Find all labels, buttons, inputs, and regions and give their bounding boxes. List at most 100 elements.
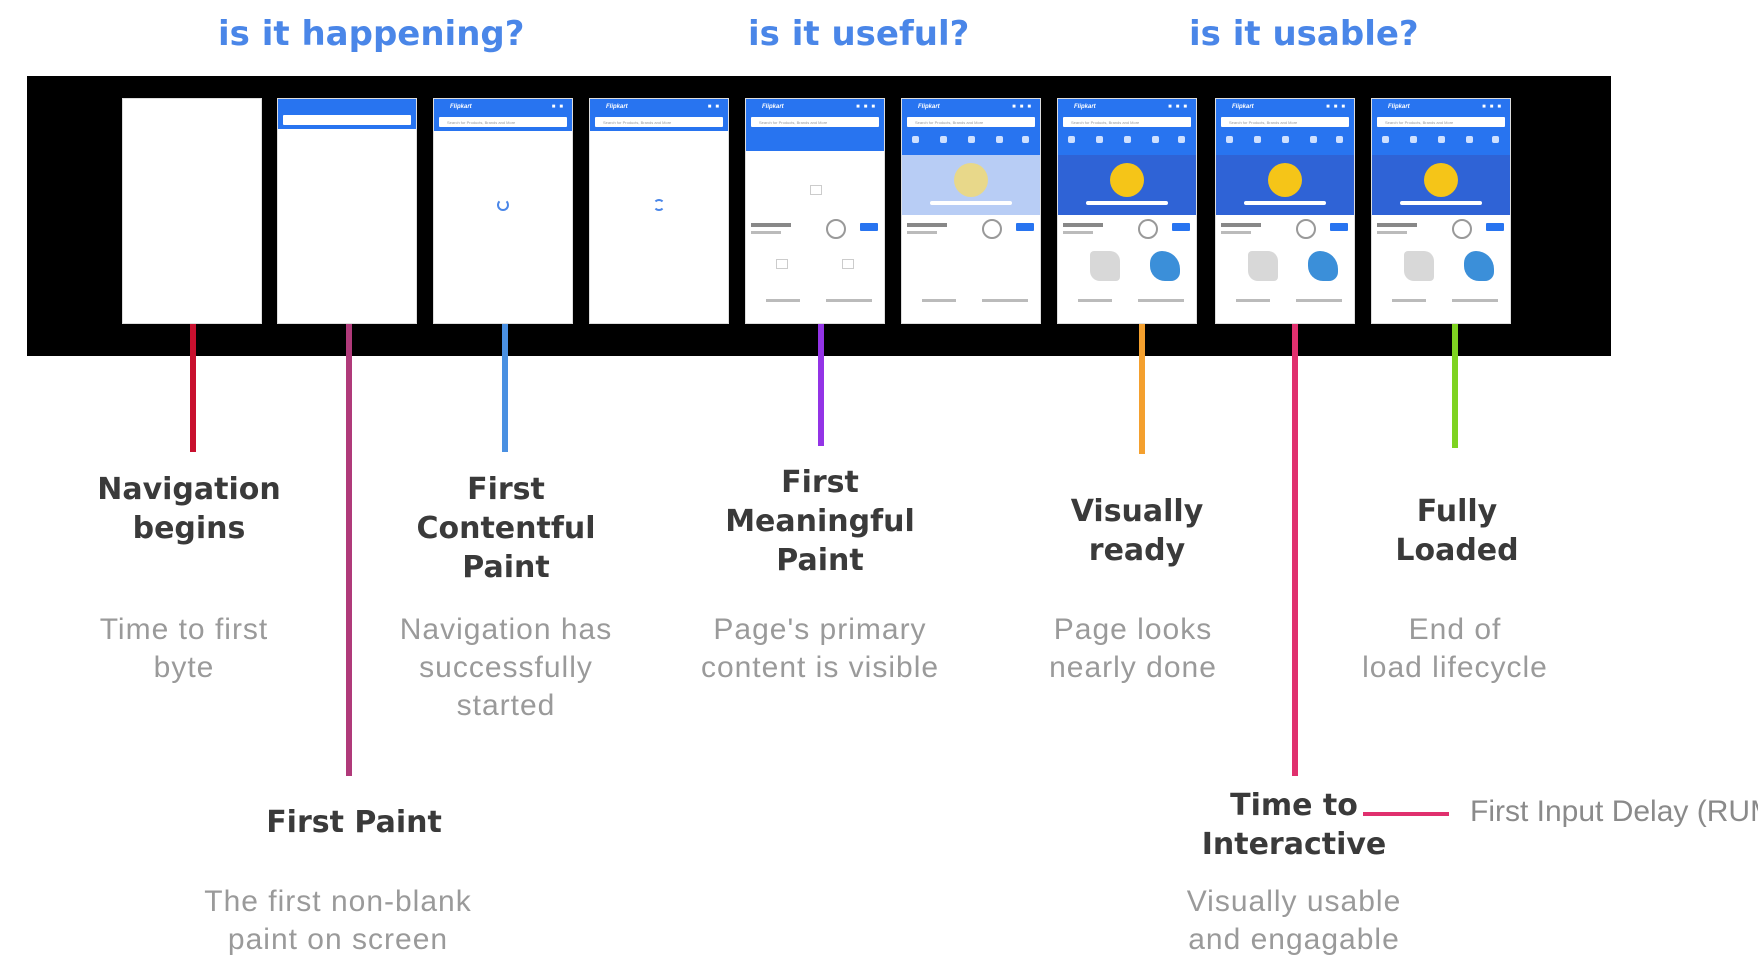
frame-category-bar <box>1058 131 1196 155</box>
title-first-meaningful-paint: First Meaningful Paint <box>725 465 915 578</box>
iron-product-image <box>1150 251 1180 281</box>
frame-header-icons: ■■■ <box>1482 104 1505 110</box>
frame-category-bar <box>1372 131 1510 155</box>
frame-view-all-button <box>860 223 878 231</box>
title-first-paint: First Paint <box>266 805 442 840</box>
frame-product-caption <box>1138 299 1184 302</box>
title-navigation-begins: Navigation begins <box>97 472 281 546</box>
filmstrip-frame-1 <box>122 98 262 324</box>
desc-time-to-interactive: Visually usable and engagable <box>1186 885 1402 956</box>
image-placeholder-icon <box>776 259 788 269</box>
line-time-to-interactive <box>1292 324 1298 776</box>
frame-logo: Flipkart <box>762 104 784 110</box>
desc-first-meaningful-paint: Page's primary content is visible <box>700 613 940 684</box>
frame-deals-subtext <box>907 231 937 234</box>
line-first-meaningful-paint <box>818 324 824 446</box>
clock-icon <box>1138 219 1158 239</box>
clock-icon <box>826 219 846 239</box>
filmstrip-frame-5: Flipkart ■■■ Search for Products, Brands… <box>745 98 885 324</box>
title-visually-ready: Visually ready <box>1070 494 1204 568</box>
frame-product-caption <box>766 299 800 302</box>
question-usable: is it usable? <box>1189 14 1419 54</box>
frame-deals-heading <box>1377 223 1417 227</box>
frame-sale-banner <box>1216 155 1354 215</box>
filmstrip-frame-6: Flipkart ■■■ Search for Products, Brands… <box>901 98 1041 324</box>
frame-deals-subtext <box>1377 231 1407 234</box>
loading-spinner-icon <box>653 199 665 211</box>
frame-deals-heading <box>751 223 791 227</box>
frame-sale-banner <box>902 155 1040 215</box>
iron-product-image <box>1308 251 1338 281</box>
frame-logo: Flipkart <box>1074 104 1096 110</box>
line-navigation-begins <box>190 324 196 452</box>
frame-product-caption <box>826 299 872 302</box>
desc-navigation-begins: Time to first byte <box>99 613 269 684</box>
frame-category-bar <box>746 131 884 151</box>
frame-deals-heading <box>1063 223 1103 227</box>
frame-search-bar: Search for Products, Brands and More <box>1221 117 1349 127</box>
frame-deals-heading <box>1221 223 1261 227</box>
frame-logo: Flipkart <box>450 104 472 110</box>
line-fully-loaded <box>1452 324 1458 448</box>
frame-header: Flipkart ■■■ Search for Products, Brands… <box>902 99 1040 131</box>
banner-text-line <box>1086 201 1168 205</box>
frame-header-icons: ■■ <box>707 104 723 110</box>
frame-logo: Flipkart <box>606 104 628 110</box>
frame-product-caption <box>1392 299 1426 302</box>
line-first-input-delay <box>1363 812 1449 816</box>
frame-sale-banner <box>1058 155 1196 215</box>
frame-category-bar <box>902 131 1040 155</box>
frame-header: Flipkart ■■■ Search for Products, Brands… <box>1216 99 1354 131</box>
banner-text-line <box>1244 201 1326 205</box>
question-happening: is it happening? <box>218 14 525 54</box>
frame-search-bar: Search for Products, Brands and More <box>595 117 723 127</box>
frame-product-caption <box>1236 299 1270 302</box>
frame-product-caption <box>922 299 956 302</box>
frame-deals-heading <box>907 223 947 227</box>
frame-header: Flipkart ■■ Search for Products, Brands … <box>434 99 572 131</box>
filmstrip-frame-9: Flipkart ■■■ Search for Products, Brands… <box>1371 98 1511 324</box>
filmstrip-frame-8: Flipkart ■■■ Search for Products, Brands… <box>1215 98 1355 324</box>
frame-logo: Flipkart <box>1232 104 1254 110</box>
charger-product-image <box>1248 251 1278 281</box>
frame-product-caption <box>982 299 1028 302</box>
frame-deals-subtext <box>1063 231 1093 234</box>
charger-product-image <box>1090 251 1120 281</box>
frame-search-bar: Search for Products, Brands and More <box>907 117 1035 127</box>
frame-view-all-button <box>1486 223 1504 231</box>
title-fully-loaded: Fully Loaded <box>1395 494 1519 568</box>
frame-view-all-button <box>1016 223 1034 231</box>
frame-logo: Flipkart <box>1388 104 1410 110</box>
frame-deals-subtext <box>751 231 781 234</box>
frame-header-icons: ■■■ <box>1326 104 1349 110</box>
frame-product-caption <box>1452 299 1498 302</box>
loading-spinner-icon <box>497 199 509 211</box>
frame-header: Flipkart ■■■ Search for Products, Brands… <box>1058 99 1196 131</box>
desc-first-paint: The first non-blank paint on screen <box>204 885 472 956</box>
sale-badge-icon <box>1110 163 1144 197</box>
frame-logo: Flipkart <box>918 104 940 110</box>
filmstrip-frame-3: Flipkart ■■ Search for Products, Brands … <box>433 98 573 324</box>
desc-fully-loaded: End of load lifecycle <box>1362 613 1548 684</box>
label-first-input-delay: First Input Delay (RUM) <box>1470 795 1758 828</box>
desc-visually-ready: Page looks nearly done <box>1049 613 1217 684</box>
frame-search-bar: Search for Products, Brands and More <box>1063 117 1191 127</box>
frame-product-caption <box>1296 299 1342 302</box>
title-time-to-interactive: Time to Interactive <box>1201 788 1387 862</box>
sale-badge-icon <box>954 163 988 197</box>
frame-search-bar: Search for Products, Brands and More <box>1377 117 1505 127</box>
filmstrip-frame-7: Flipkart ■■■ Search for Products, Brands… <box>1057 98 1197 324</box>
frame-header-icons: ■■■ <box>1012 104 1035 110</box>
charger-product-image <box>1404 251 1434 281</box>
frame-header: Flipkart ■■ Search for Products, Brands … <box>590 99 728 131</box>
banner-text-line <box>930 201 1012 205</box>
frame-header: Flipkart ■■■ Search for Products, Brands… <box>1372 99 1510 131</box>
frame-product-caption <box>1078 299 1112 302</box>
frame-search-bar <box>283 115 411 125</box>
frame-header-icons: ■■ <box>551 104 567 110</box>
frame-view-all-button <box>1172 223 1190 231</box>
line-first-paint <box>346 324 352 776</box>
frame-sale-banner <box>1372 155 1510 215</box>
iron-product-image <box>1464 251 1494 281</box>
image-placeholder-icon <box>842 259 854 269</box>
